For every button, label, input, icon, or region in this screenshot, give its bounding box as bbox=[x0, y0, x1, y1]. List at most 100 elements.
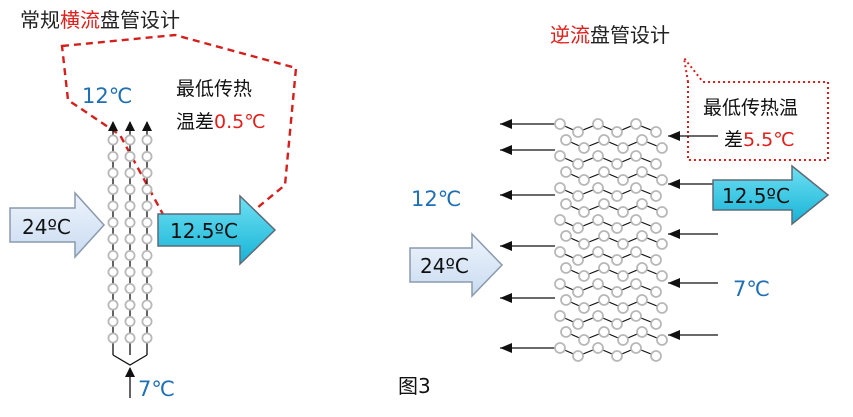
coil-circle bbox=[630, 150, 642, 162]
left-title: 常规横流盘管设计 bbox=[20, 8, 180, 32]
flow-arrow-head bbox=[500, 293, 512, 303]
tube-circle bbox=[107, 266, 119, 278]
coil-circle bbox=[572, 222, 584, 234]
coil-circle bbox=[656, 174, 668, 186]
left-outlet-arrow bbox=[157, 194, 277, 266]
tube-circle bbox=[141, 282, 153, 294]
coil-circle bbox=[578, 302, 590, 314]
coil-circle bbox=[560, 294, 572, 306]
tube-circle bbox=[124, 167, 136, 179]
coil-circle bbox=[630, 310, 642, 322]
coil-circle bbox=[592, 182, 604, 194]
tube-circle bbox=[124, 249, 136, 261]
left-top-temp: 12℃ bbox=[82, 84, 132, 108]
coil-circle bbox=[650, 286, 662, 298]
left-bottom-temp: 7℃ bbox=[138, 377, 175, 401]
coil-circle bbox=[650, 126, 662, 138]
right-coil bbox=[500, 118, 718, 362]
coil-circle bbox=[592, 310, 604, 322]
coil-circle bbox=[650, 190, 662, 202]
coil-circle bbox=[578, 238, 590, 250]
coil-circle bbox=[656, 206, 668, 218]
coil-circle bbox=[598, 326, 610, 338]
coil-circle bbox=[592, 214, 604, 226]
coil-circle bbox=[617, 174, 629, 186]
coil-circle bbox=[630, 246, 642, 258]
coil-circle bbox=[636, 134, 648, 146]
right-outlet-label: 12.5ºC bbox=[722, 184, 790, 208]
coil-circle bbox=[611, 126, 623, 138]
coil-circle bbox=[611, 286, 623, 298]
right-panel: 逆流盘管设计 最低传热温 差5.5℃ 12℃ 7℃ 24ºC 12.5ºC bbox=[409, 23, 830, 362]
tube-circle bbox=[107, 183, 119, 195]
left-panel: 常规横流盘管设计 12℃ 最低传热 温差0.5℃ 7℃ 24ºC 12.5ºC bbox=[9, 8, 298, 401]
flow-arrow-head bbox=[500, 190, 512, 200]
tube-circle bbox=[124, 315, 136, 327]
coil-circle bbox=[560, 198, 572, 210]
coil-circle bbox=[554, 214, 566, 226]
right-note-line2: 差5.5℃ bbox=[724, 129, 795, 151]
coil-circle bbox=[560, 134, 572, 146]
coil-circle bbox=[554, 118, 566, 130]
tube-circle bbox=[141, 216, 153, 228]
coil-circle bbox=[572, 254, 584, 266]
tube-circle bbox=[107, 299, 119, 311]
coil-circle bbox=[656, 238, 668, 250]
left-inlet-arrow bbox=[9, 191, 106, 259]
coil-circle bbox=[592, 342, 604, 354]
tube-circle bbox=[124, 233, 136, 245]
coil-circle bbox=[656, 142, 668, 154]
coil-circle bbox=[560, 326, 572, 338]
coil-circle bbox=[598, 294, 610, 306]
coil-circle bbox=[650, 350, 662, 362]
flow-arrow-head bbox=[500, 119, 512, 129]
coil-circle bbox=[656, 270, 668, 282]
left-tube-bundle bbox=[107, 121, 153, 398]
coil-circle bbox=[598, 198, 610, 210]
coil-circle bbox=[578, 142, 590, 154]
coil-circle bbox=[617, 334, 629, 346]
coil-circle bbox=[611, 158, 623, 170]
tube-circle bbox=[124, 266, 136, 278]
coil-circle bbox=[578, 270, 590, 282]
coil-circle bbox=[572, 318, 584, 330]
coil-circle bbox=[650, 158, 662, 170]
tube-circle bbox=[107, 167, 119, 179]
tube-circle bbox=[107, 134, 119, 146]
coil-circle bbox=[592, 150, 604, 162]
flow-arrow-head bbox=[500, 343, 512, 353]
coil-circle bbox=[598, 134, 610, 146]
coil-circle bbox=[636, 326, 648, 338]
coil-circle bbox=[617, 142, 629, 154]
left-inlet-label: 24ºC bbox=[22, 215, 71, 239]
coil-circle bbox=[611, 254, 623, 266]
left-manifold bbox=[112, 354, 148, 366]
right-water-out-temp: 7℃ bbox=[733, 277, 770, 301]
coil-circle bbox=[650, 318, 662, 330]
tube-circle bbox=[124, 299, 136, 311]
flow-arrow-head bbox=[668, 131, 680, 141]
coil-circle bbox=[617, 270, 629, 282]
coil-circle bbox=[592, 278, 604, 290]
coil-circle bbox=[598, 230, 610, 242]
coil-circle bbox=[554, 278, 566, 290]
right-note-line1: 最低传热温 bbox=[703, 97, 798, 119]
coil-circle bbox=[636, 262, 648, 274]
coil-circle bbox=[636, 198, 648, 210]
coil-circle bbox=[560, 230, 572, 242]
coil-circle bbox=[592, 118, 604, 130]
coil-circle bbox=[630, 118, 642, 130]
tube-circle bbox=[107, 200, 119, 212]
coil-circle bbox=[578, 174, 590, 186]
flow-arrow-head bbox=[500, 241, 512, 251]
coil-circle bbox=[572, 158, 584, 170]
tube-circle bbox=[124, 282, 136, 294]
tube-circle bbox=[107, 249, 119, 261]
tube-circle bbox=[141, 315, 153, 327]
tube-circle bbox=[141, 266, 153, 278]
coil-circle bbox=[572, 126, 584, 138]
right-inlet-label: 24ºC bbox=[420, 254, 469, 278]
coil-circle bbox=[630, 182, 642, 194]
tube-circle bbox=[107, 216, 119, 228]
left-note-line1: 最低传热 bbox=[176, 78, 252, 100]
